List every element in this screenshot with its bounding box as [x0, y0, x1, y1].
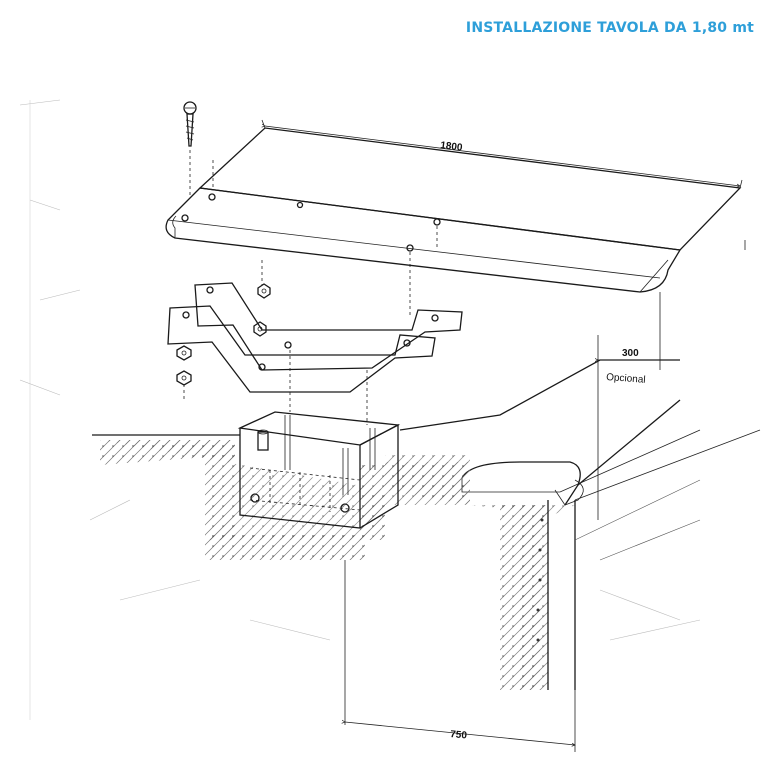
background-strokes [19, 99, 746, 720]
dimension-board-length: 1800 [262, 119, 743, 189]
nuts-and-washers [176, 260, 271, 400]
page-title: INSTALLAZIONE TAVOLA DA 1,80 mt [465, 20, 754, 36]
dimension-overhang: 300 Opcional [598, 292, 661, 520]
dimension-anchor-distance: 750 [345, 560, 575, 752]
dimension-1800-label: 1800 [440, 140, 464, 154]
masonry-ground [100, 429, 761, 690]
optional-label: Opcional [606, 372, 646, 386]
mounting-brackets [167, 282, 463, 393]
wood-screw [183, 101, 197, 195]
dimension-300-label: 300 [622, 348, 639, 359]
dimension-750-label: 750 [450, 729, 468, 741]
anchor-block [237, 411, 401, 529]
